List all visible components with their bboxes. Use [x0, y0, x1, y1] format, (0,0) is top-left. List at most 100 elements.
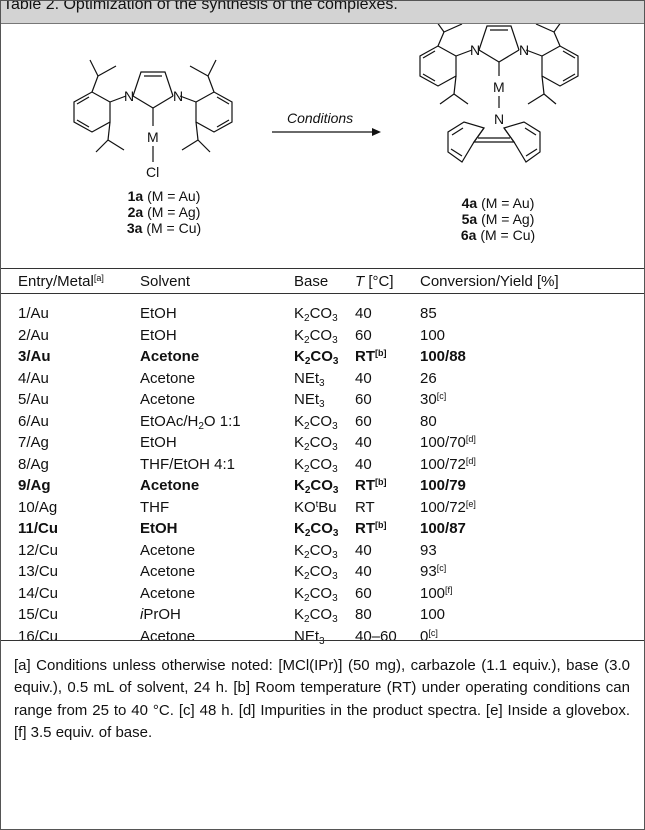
cell-temperature-value: RT — [355, 498, 375, 516]
cell-result: 80 — [420, 411, 620, 433]
cell-result: 100 — [420, 325, 620, 347]
cell-temperature: RT[b] — [355, 346, 420, 368]
cell-result-value: 26 — [420, 369, 437, 387]
cell-solvent: THF/EtOH 4:1 — [140, 454, 294, 476]
atom-m: M — [147, 129, 159, 145]
cell-entry-value: 1/Au — [18, 305, 49, 323]
footnote-marker: [d] — [465, 455, 476, 466]
cell-result-value: 93 — [420, 541, 437, 559]
cell-base-value: K2CO3 — [294, 563, 338, 583]
aryl-ring-right-product — [541, 45, 579, 87]
cell-temperature: 40–60 — [355, 626, 420, 648]
atom-n-left-product: N — [470, 42, 480, 58]
cell-solvent-value: Acetone — [140, 477, 200, 495]
cell-temperature-value: RT — [355, 348, 375, 366]
cell-base: K2CO3 — [294, 454, 355, 476]
compound-label: 1a (M = Au) — [127, 188, 201, 204]
cell-entry: 2/Au — [18, 325, 140, 347]
cell-solvent: Acetone — [140, 389, 294, 411]
footnote-marker: [c] — [436, 563, 447, 574]
aryl-ring-right — [195, 91, 233, 133]
cell-solvent-value: iPrOH — [140, 606, 181, 624]
atom-n-carbazole: N — [494, 111, 504, 127]
cell-base-value: K2CO3 — [294, 348, 339, 368]
cell-result: 85 — [420, 303, 620, 325]
cell-solvent: Acetone — [140, 346, 294, 368]
cell-solvent-value: THF/EtOH 4:1 — [140, 455, 236, 473]
cell-solvent-value: Acetone — [140, 348, 200, 366]
cell-solvent: Acetone — [140, 368, 294, 390]
imidazole-ring — [132, 71, 174, 97]
cell-temperature-value: 40 — [355, 455, 372, 473]
table-title: Table 2. Optimization of the synthesis o… — [3, 1, 398, 13]
cell-temperature: 60 — [355, 411, 420, 433]
cell-result-value: 80 — [420, 412, 437, 430]
cell-entry: 10/Ag — [18, 497, 140, 519]
cell-entry-value: 3/Au — [18, 348, 51, 366]
cell-result-value: 100/70 — [420, 434, 466, 452]
cell-solvent: THF — [140, 497, 294, 519]
cell-solvent-value: THF — [140, 498, 170, 516]
conditions-label: Conditions — [287, 110, 354, 126]
cell-temperature-value: 60 — [355, 326, 372, 344]
cell-base: K2CO3 — [294, 325, 355, 347]
cell-result: 100/79 — [420, 475, 620, 497]
compound-label: 6a (M = Cu) — [460, 227, 536, 243]
cell-entry: 16/Cu — [18, 626, 140, 648]
cell-base: K2CO3 — [294, 540, 355, 562]
cell-temperature: 60 — [355, 389, 420, 411]
cell-solvent-value: Acetone — [140, 584, 196, 602]
cell-solvent: Acetone — [140, 561, 294, 583]
cell-base-value: NEt3 — [294, 391, 325, 411]
cell-entry-value: 2/Au — [18, 326, 49, 344]
cell-temperature-value: 40 — [355, 563, 372, 581]
cell-entry: 9/Ag — [18, 475, 140, 497]
header-base: Base — [294, 272, 329, 290]
rule-header — [1, 293, 644, 294]
carbazole-ring-right — [503, 121, 541, 163]
atom-n-left: N — [124, 88, 134, 104]
header-entry: Entry/Metal[a] — [18, 272, 104, 290]
product-labels: 4a (M = Au) 5a (M = Ag) 6a (M = Cu) — [442, 195, 554, 243]
cell-base-value: K2CO3 — [294, 584, 338, 604]
cell-temperature: 40 — [355, 303, 420, 325]
cell-temperature-value: 60 — [355, 412, 372, 430]
cell-entry-value: 15/Cu — [18, 606, 59, 624]
cell-result: 93[c] — [420, 561, 620, 583]
atom-m-product: M — [493, 79, 505, 95]
cell-entry-value: 14/Cu — [18, 584, 59, 602]
header-conversion-yield: Conversion/Yield [%] — [420, 272, 559, 290]
cell-solvent-value: Acetone — [140, 563, 196, 581]
cell-result-value: 100/72 — [420, 498, 466, 516]
cell-base: K2CO3 — [294, 518, 355, 540]
cell-entry: 8/Ag — [18, 454, 140, 476]
cell-entry: 3/Au — [18, 346, 140, 368]
cell-solvent-value: Acetone — [140, 541, 196, 559]
cell-base: NEt3 — [294, 389, 355, 411]
cell-temperature: 80 — [355, 604, 420, 626]
cell-entry-value: 4/Au — [18, 369, 49, 387]
footnote-marker: [b] — [375, 520, 387, 531]
footnote-marker: [c] — [428, 627, 438, 638]
cell-entry-value: 12/Cu — [18, 541, 59, 559]
footnote-marker: [b] — [375, 348, 387, 359]
cell-result: 26 — [420, 368, 620, 390]
cell-entry-value: 8/Ag — [18, 455, 49, 473]
table-footnotes: [a] Conditions unless otherwise noted: [… — [14, 657, 630, 742]
footnote-marker: [b] — [375, 477, 387, 488]
cell-base: K2CO3 — [294, 303, 355, 325]
compound-label: 3a (M = Cu) — [126, 220, 202, 236]
reactant-structure: N N M Cl — [73, 59, 233, 180]
footnote-marker: [e] — [465, 498, 476, 509]
cell-solvent-value: EtOAc/H2O 1:1 — [140, 412, 241, 432]
cell-entry-value: 10/Ag — [18, 498, 58, 516]
cell-base: KOtBu — [294, 497, 355, 519]
cell-base-value: K2CO3 — [294, 305, 338, 325]
